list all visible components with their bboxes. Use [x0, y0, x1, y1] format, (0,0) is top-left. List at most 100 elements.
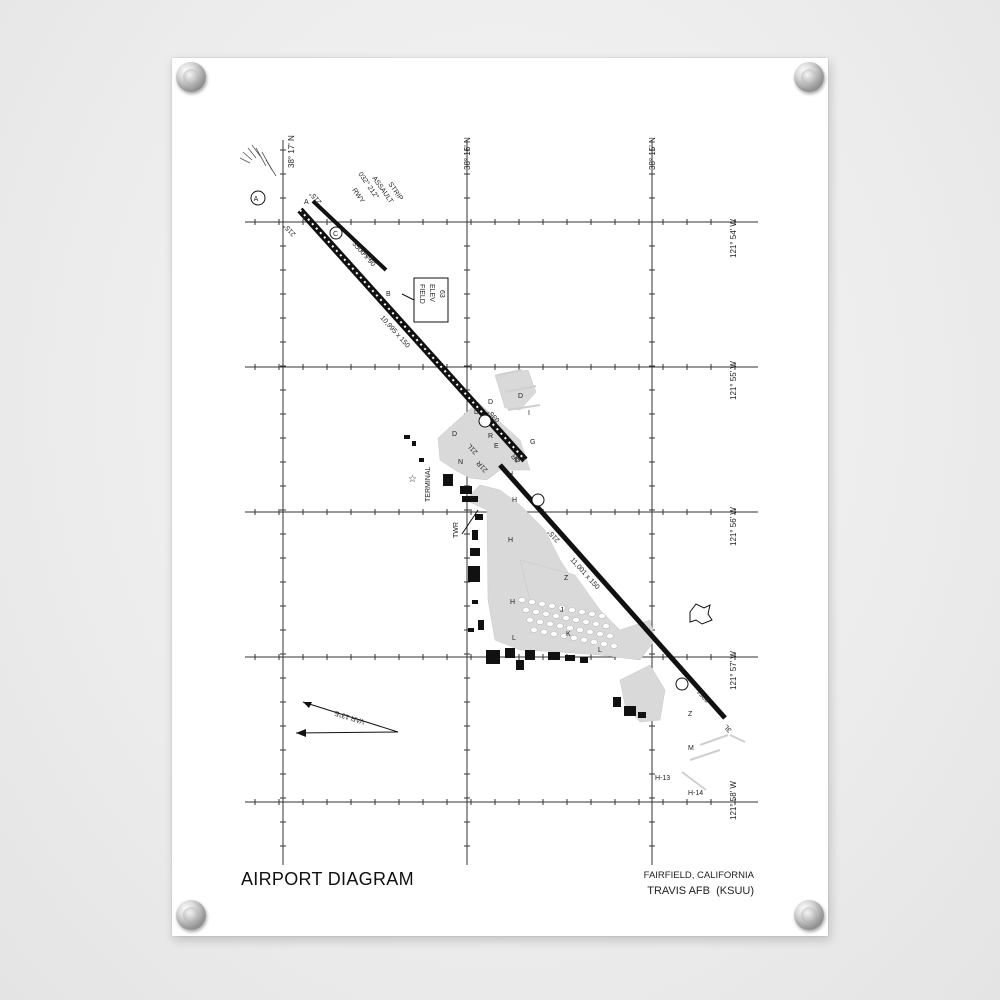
- location-city: FAIRFIELD, CALIFORNIA: [643, 870, 754, 881]
- assault-heading-215: 215°: [308, 190, 324, 206]
- taxiway-label-L-2: L: [598, 647, 602, 654]
- parking-spot: [580, 637, 588, 643]
- parking-spot: [558, 605, 566, 611]
- latitude-label-1: 38° 17' N: [287, 135, 296, 168]
- parking-spot: [542, 611, 550, 617]
- parking-spot: [578, 609, 586, 615]
- taxiway-label-C: C: [333, 231, 338, 238]
- helipad-label-h13: H-13: [655, 775, 670, 782]
- runway-end-label-A: A: [254, 196, 259, 203]
- parking-spot: [572, 617, 580, 623]
- helipad-label-h14: H-14: [688, 790, 703, 797]
- parking-spots: [518, 597, 618, 649]
- parking-spot: [576, 627, 584, 633]
- assault-strip: [311, 199, 388, 272]
- taxiway-label-B: B: [386, 291, 391, 298]
- parking-spot: [602, 623, 610, 629]
- parking-spot: [582, 619, 590, 625]
- parking-spot: [548, 603, 556, 609]
- taxiway-label-L-1: L: [512, 635, 516, 642]
- taxiway-label-N: N: [458, 459, 463, 466]
- taxiway-label-J: J: [560, 607, 564, 614]
- runway-label-3L: 3L: [723, 723, 733, 734]
- latitude-label-3: 38° 15' N: [648, 137, 657, 170]
- runway-label-3R: 3R: [510, 452, 521, 463]
- parking-spot: [550, 631, 558, 637]
- longitude-label-1: 121° 54' W: [729, 219, 738, 258]
- standoff-bolt-bottom-right: [794, 900, 824, 930]
- parking-spot: [566, 625, 574, 631]
- airport-name: TRAVIS AFB (KSUU): [647, 885, 754, 897]
- parking-spot: [606, 633, 614, 639]
- taxiway-label-A: A: [304, 199, 309, 206]
- parking-spot: [560, 633, 568, 639]
- longitude-label-4: 121° 57' W: [729, 651, 738, 690]
- apron-areas: [437, 369, 666, 723]
- runway-03L-21R: [498, 463, 727, 720]
- magnetic-variation-label: VAR 13°E: [333, 709, 365, 726]
- beacon-star-icon: ☆: [408, 474, 417, 485]
- parking-spot: [598, 613, 606, 619]
- parking-spot: [570, 635, 578, 641]
- parking-spot: [530, 627, 538, 633]
- taxiway-label-H-4: H: [510, 599, 515, 606]
- longitude-label-3: 121° 56' W: [729, 507, 738, 546]
- taxiway-label-G: G: [530, 439, 535, 446]
- compass-rose-ticks: [239, 144, 277, 177]
- parking-spot: [596, 631, 604, 637]
- assault-strip-line-1: RWY: [350, 187, 365, 205]
- taxiway-label-H-1: H: [508, 471, 513, 478]
- standoff-bolt-bottom-left: [176, 900, 206, 930]
- parking-spot: [590, 639, 598, 645]
- hot-spot-icon: [689, 603, 713, 625]
- magnetic-variation-arrows: [295, 701, 399, 737]
- parking-spot: [546, 621, 554, 627]
- field-elev-box: [413, 277, 449, 323]
- north-apron: [437, 401, 531, 481]
- parking-spot: [600, 641, 608, 647]
- parking-spot: [610, 643, 618, 649]
- buildings: [404, 435, 646, 718]
- field-elev-line-2: ELEV: [428, 284, 435, 302]
- taxiway-label-R: R: [488, 433, 493, 440]
- field-elev-line-3: 63: [438, 290, 445, 298]
- longitude-label-5: 121° 58' W: [729, 781, 738, 820]
- rwy-03R-heading-215: 215°: [282, 222, 298, 238]
- parking-spot: [562, 615, 570, 621]
- taxiway-label-D-1: D: [452, 431, 457, 438]
- taxiway-label-Z-2: Z: [688, 711, 693, 718]
- standoff-bolt-top-right: [794, 62, 824, 92]
- taxiway-label-Z-1: Z: [564, 575, 569, 582]
- parking-spot: [568, 607, 576, 613]
- parking-spot: [586, 629, 594, 635]
- parking-spot: [528, 599, 536, 605]
- parking-spot: [540, 629, 548, 635]
- taxiway-label-M: M: [688, 745, 694, 752]
- terminal-label: TERMINAL: [425, 467, 432, 503]
- taxiway-label-I: I: [528, 410, 530, 417]
- field-elev-line-1: FIELD: [418, 284, 425, 304]
- tower-leader: [461, 509, 479, 535]
- parking-spot: [526, 617, 534, 623]
- runway-end-markers: [250, 190, 689, 691]
- parking-spot: [532, 609, 540, 615]
- taxiway-label-H-2: H: [512, 497, 517, 504]
- parking-spot: [592, 621, 600, 627]
- parking-spot: [522, 607, 530, 613]
- taxiway-label-E: E: [494, 443, 499, 450]
- longitude-label-2: 121° 55' W: [729, 361, 738, 400]
- taxiway-label-D-3: D: [488, 399, 493, 406]
- parking-spot: [552, 613, 560, 619]
- tower-label: TWR: [453, 522, 460, 538]
- taxiway-label-H-3: H: [508, 537, 513, 544]
- parking-spot: [556, 623, 564, 629]
- taxiway-label-K: K: [566, 631, 571, 638]
- taxiway-label-D-4: D: [518, 393, 523, 400]
- page-title: AIRPORT DIAGRAM: [241, 869, 414, 889]
- taxiway-stubs: [497, 369, 746, 791]
- parking-spot: [588, 611, 596, 617]
- standoff-bolt-top-left: [176, 62, 206, 92]
- latitude-label-2: 38° 16' N: [463, 137, 472, 170]
- taxiway-label-G-2: G: [515, 457, 520, 464]
- parking-spot: [536, 619, 544, 625]
